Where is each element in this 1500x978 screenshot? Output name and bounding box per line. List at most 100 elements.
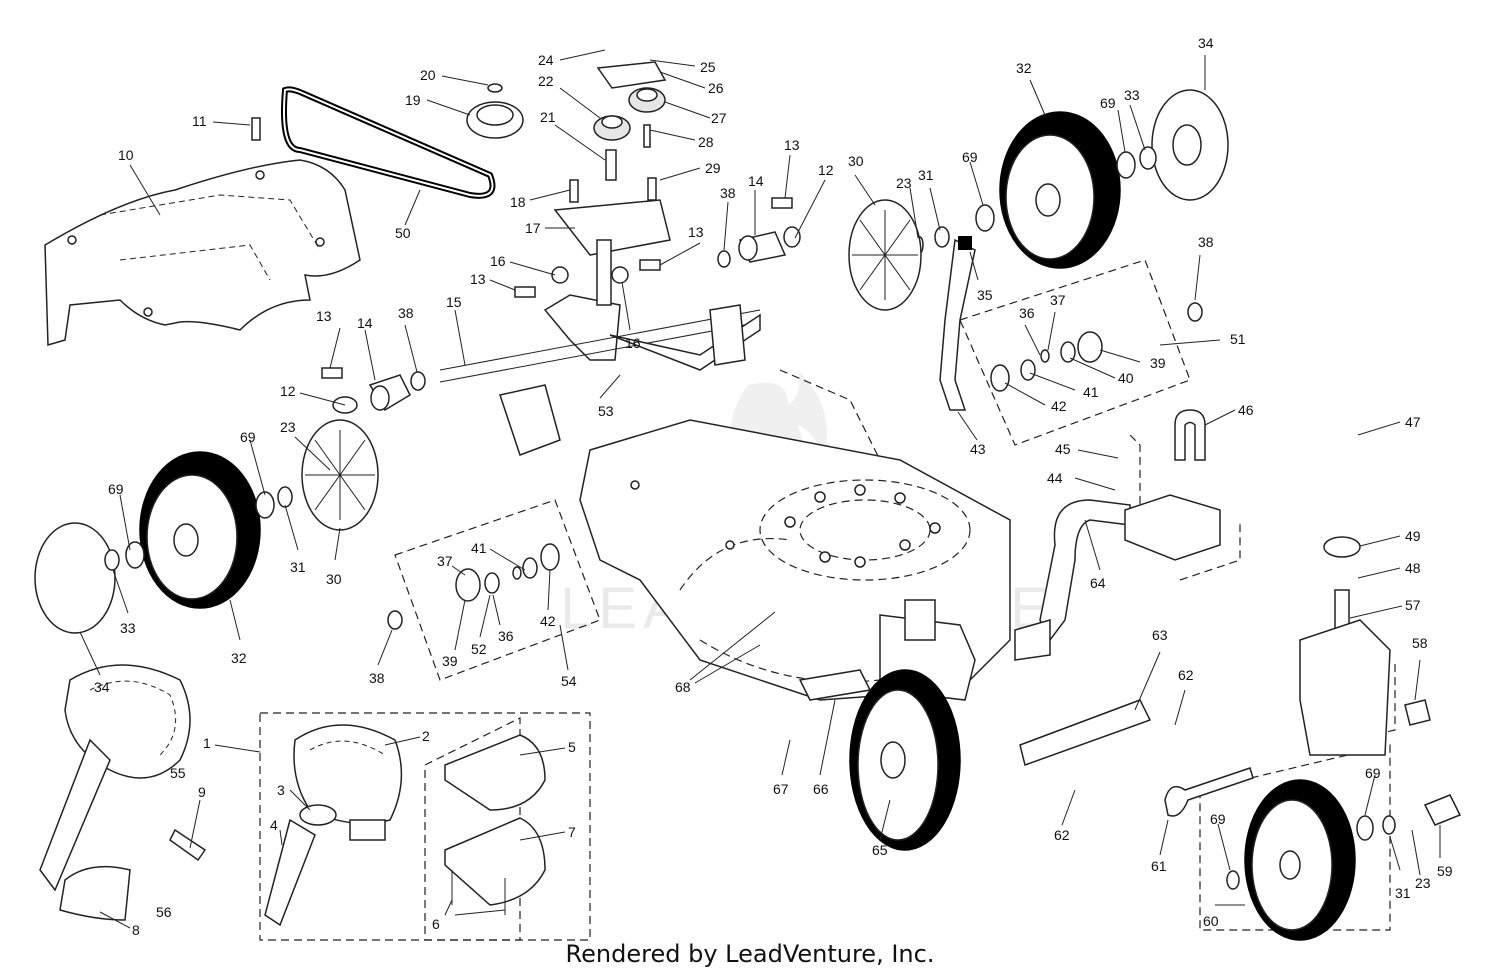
callout-31b: 31 — [918, 167, 934, 183]
callout-64: 64 — [1090, 575, 1106, 591]
callout-69f: 69 — [1210, 811, 1226, 827]
callout-13c: 13 — [688, 224, 704, 240]
callout-16b: 16 — [625, 335, 641, 351]
callouts: 1 2 3 4 5 6 7 8 9 10 11 12 12 13 13 13 1… — [94, 35, 1453, 938]
shield-left — [39, 664, 207, 921]
callout-69c: 69 — [1100, 95, 1116, 111]
callout-13a: 13 — [316, 308, 332, 324]
callout-45: 45 — [1055, 441, 1071, 457]
callout-17: 17 — [525, 220, 541, 236]
callout-67: 67 — [773, 781, 789, 797]
callout-34a: 34 — [94, 679, 110, 695]
callout-21: 21 — [540, 109, 556, 125]
callout-25: 25 — [700, 59, 716, 75]
callout-12b: 12 — [818, 162, 834, 178]
callout-33b: 33 — [1124, 87, 1140, 103]
callout-13b: 13 — [784, 137, 800, 153]
callout-48: 48 — [1405, 560, 1421, 576]
callout-69b: 69 — [108, 481, 124, 497]
callout-2: 2 — [422, 728, 430, 744]
callout-38b: 38 — [720, 185, 736, 201]
callout-16a: 16 — [490, 253, 506, 269]
callout-33a: 33 — [120, 620, 136, 636]
callout-65: 65 — [872, 842, 888, 858]
assembly-box-54 — [394, 499, 601, 681]
callout-46: 46 — [1238, 402, 1254, 418]
callout-54: 54 — [561, 673, 577, 689]
callout-32a: 32 — [231, 650, 247, 666]
callout-57: 57 — [1405, 597, 1421, 613]
callout-68: 68 — [675, 679, 691, 695]
callout-32b: 32 — [1016, 60, 1032, 76]
callout-6: 6 — [432, 916, 440, 932]
transmission — [439, 199, 761, 456]
callout-62b: 62 — [1054, 827, 1070, 843]
callout-41b: 41 — [471, 540, 487, 556]
callout-49: 49 — [1405, 528, 1421, 544]
callout-66: 66 — [813, 781, 829, 797]
callout-52: 52 — [471, 641, 487, 657]
deck-bolts — [630, 480, 941, 568]
callout-43: 43 — [970, 441, 986, 457]
callout-63: 63 — [1152, 627, 1168, 643]
callout-53: 53 — [598, 403, 614, 419]
callout-1: 1 — [203, 735, 211, 751]
callout-7: 7 — [568, 824, 576, 840]
callout-14a: 14 — [357, 315, 373, 331]
callout-4: 4 — [270, 817, 278, 833]
callout-60: 60 — [1203, 913, 1219, 929]
callout-8: 8 — [132, 922, 140, 938]
wheel-right — [848, 89, 1229, 311]
callout-12a: 12 — [280, 383, 296, 399]
callout-13d: 13 — [470, 271, 486, 287]
callout-47: 47 — [1405, 414, 1421, 430]
callout-10: 10 — [118, 147, 134, 163]
height-lever — [939, 236, 976, 411]
pulleys — [466, 61, 667, 181]
callout-58: 58 — [1412, 635, 1428, 651]
callout-42b: 42 — [540, 613, 556, 629]
callout-11: 11 — [192, 113, 207, 129]
callout-23a: 23 — [280, 419, 296, 435]
callout-15: 15 — [446, 294, 462, 310]
callout-34b: 34 — [1198, 35, 1214, 51]
kit-parts — [264, 724, 546, 927]
assembly-box-60 — [1199, 744, 1391, 931]
callout-69a: 69 — [240, 429, 256, 445]
callout-28: 28 — [698, 134, 714, 150]
wheel-left — [34, 419, 379, 634]
callout-24: 24 — [538, 52, 554, 68]
callout-3: 3 — [277, 782, 285, 798]
callout-38c: 38 — [1198, 234, 1214, 250]
assembly-box-1-inner — [424, 717, 521, 941]
callout-69e: 69 — [1365, 765, 1381, 781]
callout-37b: 37 — [1050, 292, 1066, 308]
assembly-box-1 — [259, 712, 591, 941]
callout-38d: 38 — [369, 670, 385, 686]
callout-20: 20 — [420, 67, 436, 83]
callout-36a: 36 — [498, 628, 514, 644]
callout-31a: 31 — [290, 559, 306, 575]
callout-55: 55 — [170, 765, 186, 781]
callout-69d: 69 — [962, 149, 978, 165]
callout-5: 5 — [568, 739, 576, 755]
callout-61: 61 — [1151, 858, 1167, 874]
footer-credit: Rendered by LeadVenture, Inc. — [565, 940, 935, 968]
callout-31c: 31 — [1395, 885, 1411, 901]
callout-50: 50 — [395, 225, 411, 241]
leader-lines — [79, 49, 1441, 929]
callout-35: 35 — [977, 287, 993, 303]
callout-19: 19 — [405, 92, 421, 108]
assembly-box-44 — [1129, 434, 1141, 510]
callout-9: 9 — [198, 784, 206, 800]
callout-29: 29 — [705, 160, 721, 176]
callout-18: 18 — [510, 194, 526, 210]
callout-27: 27 — [711, 110, 727, 126]
front-cover — [44, 159, 361, 346]
rear-wheel-caster — [1164, 767, 1462, 941]
callout-37a: 37 — [437, 553, 453, 569]
callout-22: 22 — [538, 73, 554, 89]
caster-wheel — [798, 599, 976, 851]
callout-39b: 39 — [442, 653, 458, 669]
